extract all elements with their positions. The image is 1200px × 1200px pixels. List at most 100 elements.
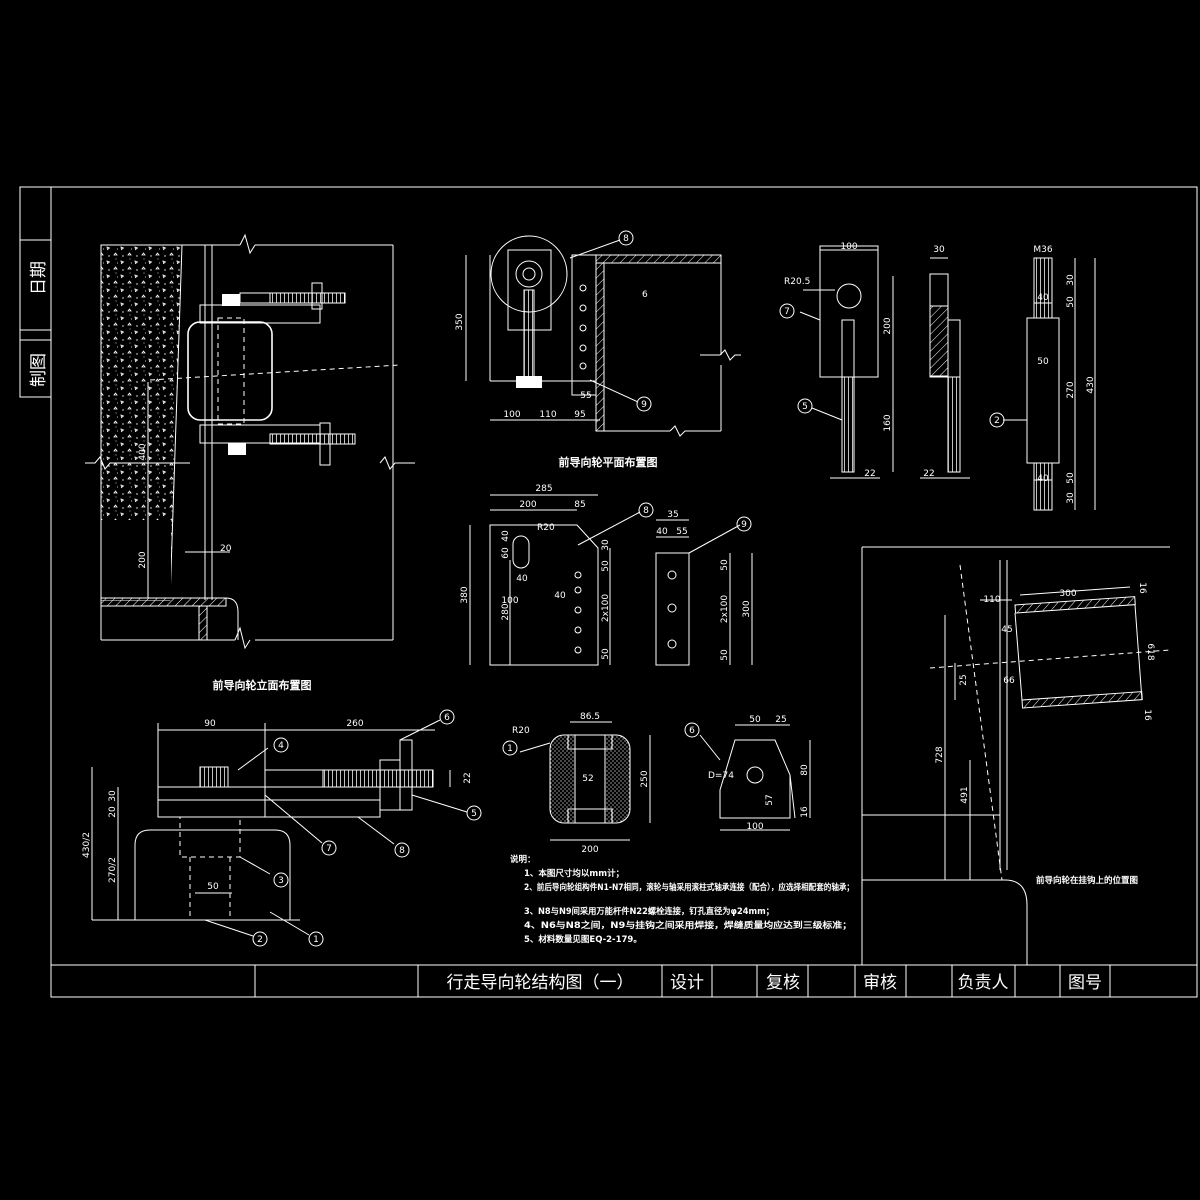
section-dim-50: 50 — [207, 882, 219, 892]
part8-dim-2x100: 2x100 — [601, 594, 611, 623]
section-callout-5: 5 — [471, 809, 477, 819]
section-callout-8: 8 — [399, 846, 405, 856]
part2-dim-50a: 50 — [1066, 296, 1076, 308]
part8-dim-40b: 40 — [516, 574, 528, 584]
part6-dim-80: 80 — [800, 764, 810, 776]
plan-dim-95: 95 — [574, 410, 585, 420]
part2-dim-30b: 30 — [1066, 492, 1076, 504]
part6-dim-57: 57 — [765, 794, 775, 805]
part1-dim-52: 52 — [582, 774, 593, 784]
section-callout-1: 1 — [313, 935, 319, 945]
part8-dim-85: 85 — [574, 500, 585, 510]
part-7-view — [779, 245, 970, 479]
part2-dim-m36: M36 — [1033, 245, 1052, 255]
part8-callout — [577, 502, 654, 546]
part8-callout-number: 8 — [643, 506, 649, 516]
note-item-4: 4、N6与N8之间，N9与挂钩之间采用焊接，焊缝质量均应达到三级标准； — [524, 920, 852, 931]
section-dim-430-2: 430/2 — [82, 832, 92, 858]
part8-dim-40a: 40 — [501, 530, 511, 542]
part8-dim-r20: R20 — [537, 523, 555, 533]
part6-dim-d74: D=74 — [708, 771, 734, 781]
part7-side-dim-30: 30 — [933, 245, 945, 255]
part8-dim-40c: 40 — [554, 591, 566, 601]
section-dim-260: 260 — [346, 719, 363, 729]
part8-dim-380: 380 — [460, 586, 470, 603]
part2-dim-50b: 50 — [1037, 357, 1049, 367]
part9-dim-50b: 50 — [720, 649, 730, 661]
note-item-3: 3、N8与N9间采用万能杆件N22螺栓连接，钉孔直径为φ24mm； — [524, 906, 774, 917]
part9-dim-300: 300 — [742, 600, 752, 617]
position-dim-16b: 16 — [1142, 709, 1152, 721]
position-dim-618: 618 — [1145, 643, 1155, 660]
part7-callout-7: 7 — [784, 307, 790, 317]
part8-dim-50a: 50 — [601, 560, 611, 572]
section-callout-leaders — [204, 709, 482, 947]
part8-dim-50b: 50 — [601, 648, 611, 660]
elevation-view — [85, 233, 415, 650]
part-6-view — [684, 722, 811, 831]
part1-dim-200: 200 — [581, 845, 598, 855]
part2-dim-30a: 30 — [1066, 274, 1076, 286]
part6-dim-100: 100 — [746, 822, 763, 832]
position-dim-728: 728 — [935, 746, 945, 763]
part8-dim-60: 60 — [501, 547, 511, 559]
plan-callout-9: 9 — [641, 400, 647, 410]
part6-dim-16: 16 — [800, 806, 810, 818]
section-dim-22: 22 — [463, 772, 473, 783]
position-dim-45: 45 — [1001, 625, 1012, 635]
part8-dim-280: 280 — [501, 603, 511, 620]
part9-dim-55: 55 — [676, 527, 687, 537]
position-view — [861, 546, 1171, 965]
title-design-label: 设计 — [670, 973, 704, 993]
part9-callout-number: 9 — [741, 520, 747, 530]
part6-callout-number: 6 — [689, 726, 695, 736]
section-dim-270-2: 270/2 — [108, 857, 118, 883]
part2-dim-270: 270 — [1066, 381, 1076, 398]
plan-view — [465, 235, 741, 437]
title-review-label: 审核 — [863, 973, 897, 993]
position-dim-25: 25 — [959, 674, 969, 685]
title-check-label: 复核 — [766, 973, 800, 993]
sheet-border — [19, 186, 1198, 998]
part1-dim-250: 250 — [640, 770, 650, 787]
position-dim-491: 491 — [960, 786, 970, 803]
plan-dim-6: 6 — [642, 290, 648, 300]
plan-dim-350: 350 — [455, 313, 465, 330]
note-item-2: 2、前后导向轮组构件N1-N7相同，滚轮与轴采用滚柱式轴承连接（配合），应选择相… — [524, 882, 854, 893]
elevation-dim-20: 20 — [220, 544, 232, 554]
part8-dim-200: 200 — [519, 500, 536, 510]
section-callout-3: 3 — [278, 876, 284, 886]
part2-dim-40b: 40 — [1037, 474, 1049, 484]
part2-dim-40a: 40 — [1037, 293, 1049, 303]
plan-dim-110: 110 — [539, 410, 556, 420]
part7-callout-5: 5 — [802, 402, 808, 412]
section-dim-20: 20 — [108, 806, 118, 818]
part6-dim-25: 25 — [775, 715, 786, 725]
part7-dim-100: 100 — [840, 242, 857, 252]
notes-heading: 说明： — [510, 854, 536, 865]
part2-dim-50c: 50 — [1066, 472, 1076, 484]
elevation-dim-400: 400 — [138, 443, 148, 460]
plan-dim-55: 55 — [580, 391, 591, 401]
part9-dim-40: 40 — [656, 527, 668, 537]
plan-dim-100: 100 — [503, 410, 520, 420]
part9-dim-2x100: 2x100 — [720, 595, 730, 624]
elevation-dim-200: 200 — [138, 551, 148, 568]
part1-dim-86-5: 86.5 — [580, 712, 600, 722]
note-item-5: 5、材料数量见图EQ-2-179。 — [524, 934, 642, 945]
part7-dim-r20-5: R20.5 — [784, 277, 810, 287]
plan-callouts — [569, 230, 652, 412]
position-caption: 前导向轮在挂钩上的位置图 — [1036, 875, 1138, 886]
part8-dim-285: 285 — [535, 484, 552, 494]
position-dim-110: 110 — [983, 595, 1000, 605]
section-callout-7: 7 — [326, 844, 332, 854]
section-dim-30: 30 — [108, 790, 118, 802]
side-date-label: 日期 — [29, 261, 49, 295]
part-8-view — [469, 494, 611, 666]
part9-dim-50a: 50 — [720, 559, 730, 571]
section-dim-90: 90 — [204, 719, 216, 729]
part9-dim-35: 35 — [667, 510, 678, 520]
part8-dim-30: 30 — [601, 539, 611, 551]
section-callout-6: 6 — [444, 713, 450, 723]
